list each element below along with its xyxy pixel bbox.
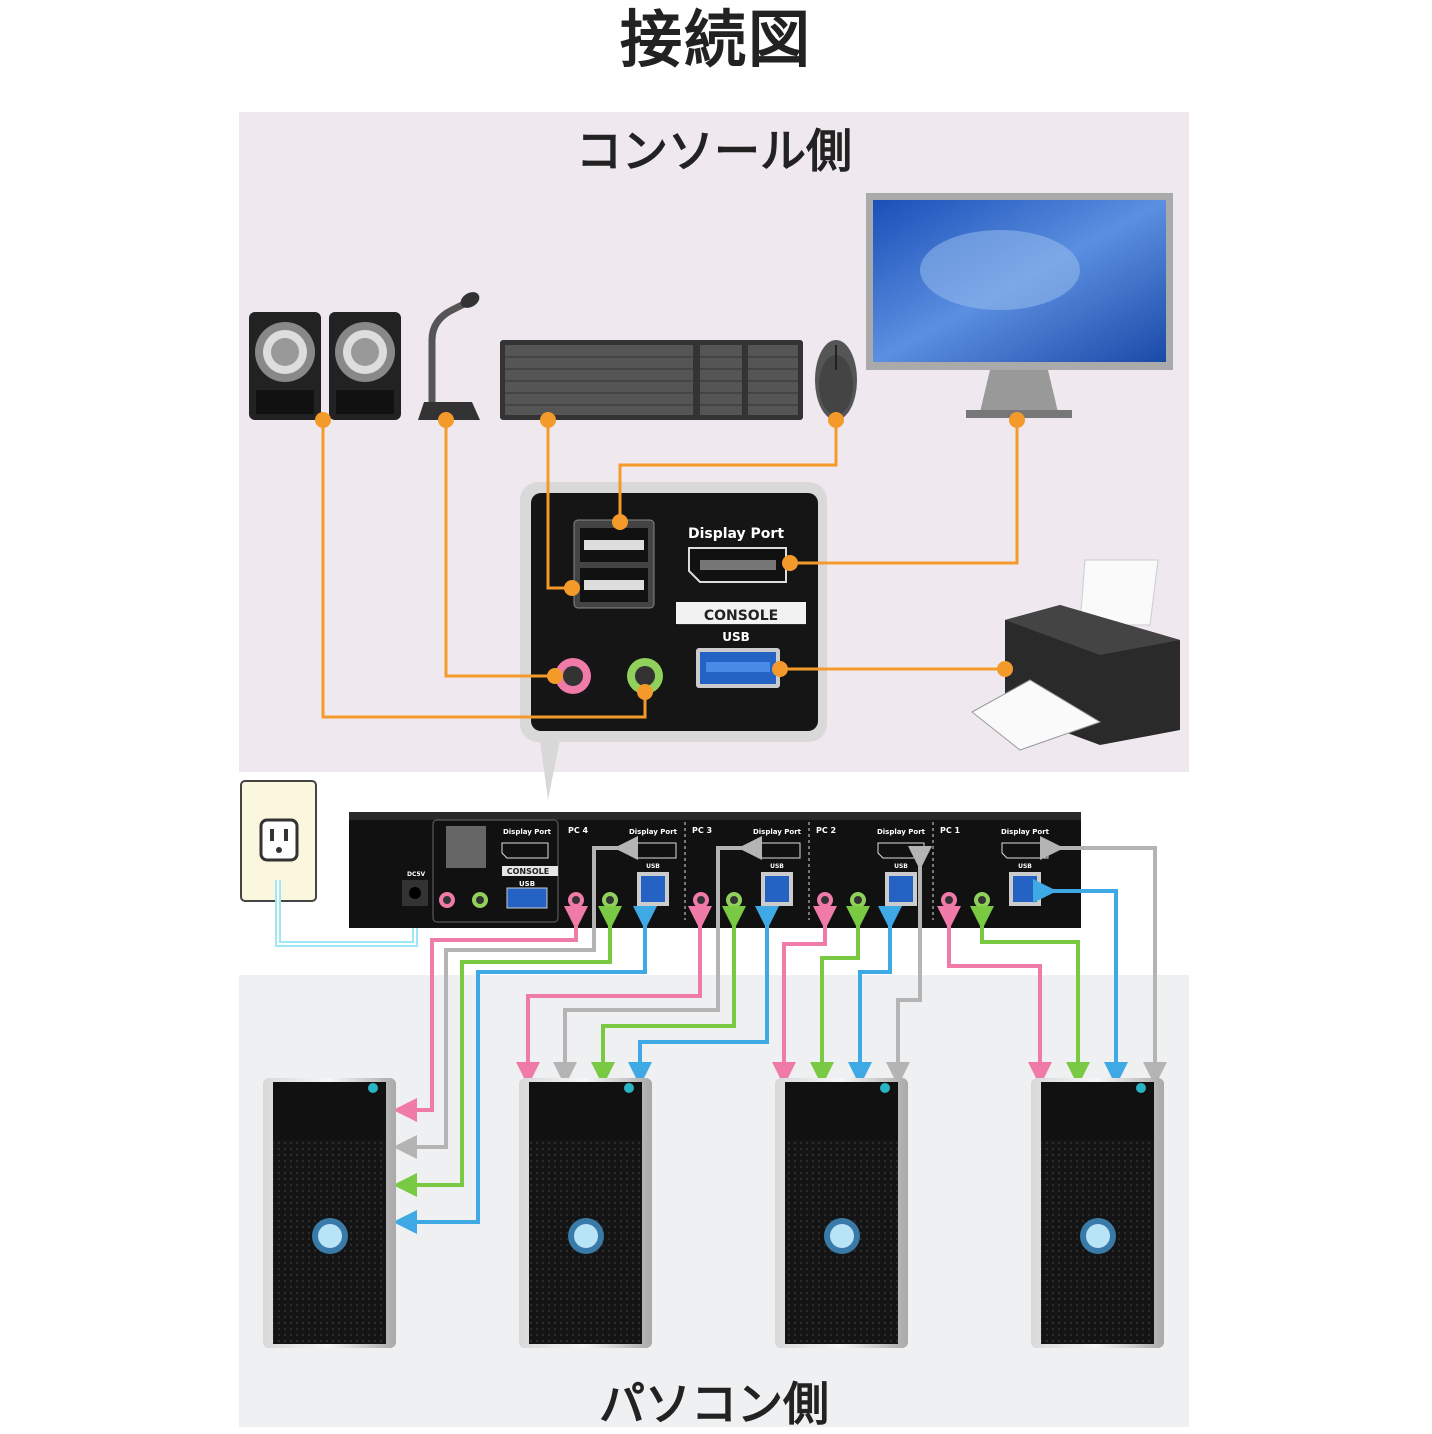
kvm-pc1-usb: USB [1018, 863, 1032, 870]
kvm-dc-label: DC5V [407, 871, 426, 878]
power-outlet-icon [240, 780, 317, 902]
main-title: 接続図 [619, 3, 812, 76]
speaker-icon [249, 312, 401, 420]
pc-tower-icon [775, 1078, 908, 1348]
microphone-icon [418, 292, 480, 420]
kvm-pc3-usb: USB [770, 863, 784, 870]
kvm-switch [349, 812, 1081, 928]
kvm-pc2-dp: Display Port [877, 828, 926, 836]
console-panel-zoom: Display Port CONSOLE USB [520, 482, 827, 800]
printer-icon [971, 559, 1180, 751]
panel-dp-label: Display Port [688, 526, 784, 542]
kvm-pc1-ports [932, 822, 1049, 920]
kvm-pc3-label: PC 3 [692, 826, 712, 835]
kvm-console-dp-label: Display Port [503, 828, 552, 836]
pc-cables [393, 836, 1167, 1234]
keyboard-icon [500, 340, 803, 420]
kvm-pc2-label: PC 2 [816, 826, 836, 835]
kvm-console-label: CONSOLE [507, 867, 550, 876]
pc-tower-icon [1031, 1078, 1164, 1348]
pc-side-title: パソコン側 [599, 1377, 829, 1431]
kvm-console-usb-label: USB [519, 880, 535, 888]
console-side-title: コンソール側 [576, 124, 852, 178]
kvm-pc2-usb: USB [894, 863, 908, 870]
kvm-pc3-dp: Display Port [753, 828, 802, 836]
monitor-icon [866, 193, 1173, 418]
panel-console-label: CONSOLE [704, 608, 778, 624]
kvm-pc1-label: PC 1 [940, 826, 961, 835]
kvm-pc1-dp: Display Port [1001, 828, 1050, 836]
pc-tower-icon [519, 1078, 652, 1348]
pc-tower-icon [263, 1078, 396, 1348]
kvm-pc4-dp: Display Port [629, 828, 678, 836]
mouse-icon [815, 340, 857, 420]
kvm-pc4-label: PC 4 [568, 826, 589, 835]
console-cable-dots [315, 412, 1025, 700]
panel-usb-label: USB [722, 630, 750, 644]
kvm-pc4-usb: USB [646, 863, 660, 870]
